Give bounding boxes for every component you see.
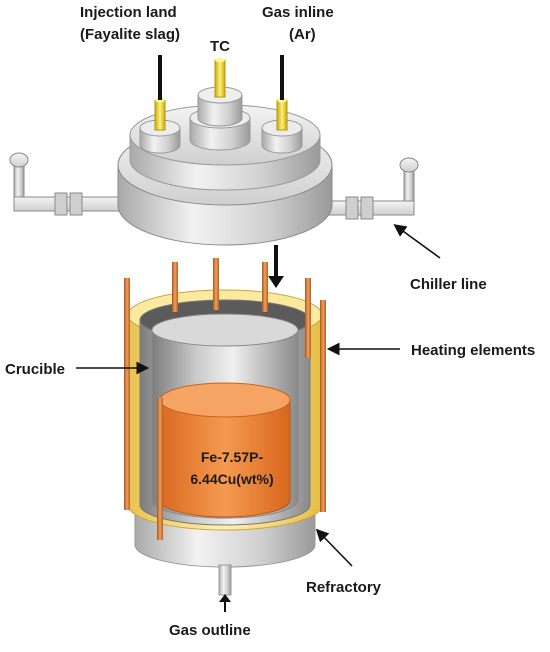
- melt-label-line1: Fe-7.57P-: [201, 449, 264, 465]
- lid-arrow-head: [268, 276, 284, 288]
- gas-outlet-pipe: [218, 564, 232, 596]
- melt-label-line2: 6.44Cu(wt%): [190, 471, 273, 487]
- thermocouple-label: TC: [210, 38, 230, 55]
- melt-pool: [159, 399, 291, 518]
- heating-rod: [124, 278, 130, 510]
- injection-label-line2: (Fayalite slag): [80, 26, 180, 43]
- chiller-line-label: Chiller line: [410, 276, 487, 293]
- chiller-arrow: [393, 224, 441, 259]
- lid-assembly: [9, 55, 419, 246]
- gas-outlet-label: Gas outline: [169, 622, 251, 639]
- heating-elements-label: Heating elements: [411, 342, 535, 359]
- gas-inlet-label-line2: (Ar): [289, 26, 316, 43]
- injection-label-line1: Injection land: [80, 4, 177, 21]
- heating-rod: [305, 278, 311, 358]
- crucible-label: Crucible: [5, 361, 65, 378]
- heating-rod: [213, 258, 219, 310]
- outlet-arrow-head: [219, 594, 231, 602]
- gas-inlet-label-line1: Gas inline: [262, 4, 334, 21]
- heating-rod: [172, 262, 178, 312]
- chiller-pipe-right: [317, 157, 419, 220]
- refractory-label: Refractory: [306, 579, 382, 596]
- chiller-pipe-left: [9, 152, 125, 216]
- annotation-arrows: [76, 224, 441, 612]
- refractory-arrow: [315, 528, 353, 567]
- heating-rod: [157, 398, 163, 540]
- heating-rod: [262, 262, 268, 312]
- heating-rod: [320, 300, 326, 512]
- heating-elements: [124, 258, 326, 540]
- furnace-body: Fe-7.57P- 6.44Cu(wt%): [124, 258, 326, 596]
